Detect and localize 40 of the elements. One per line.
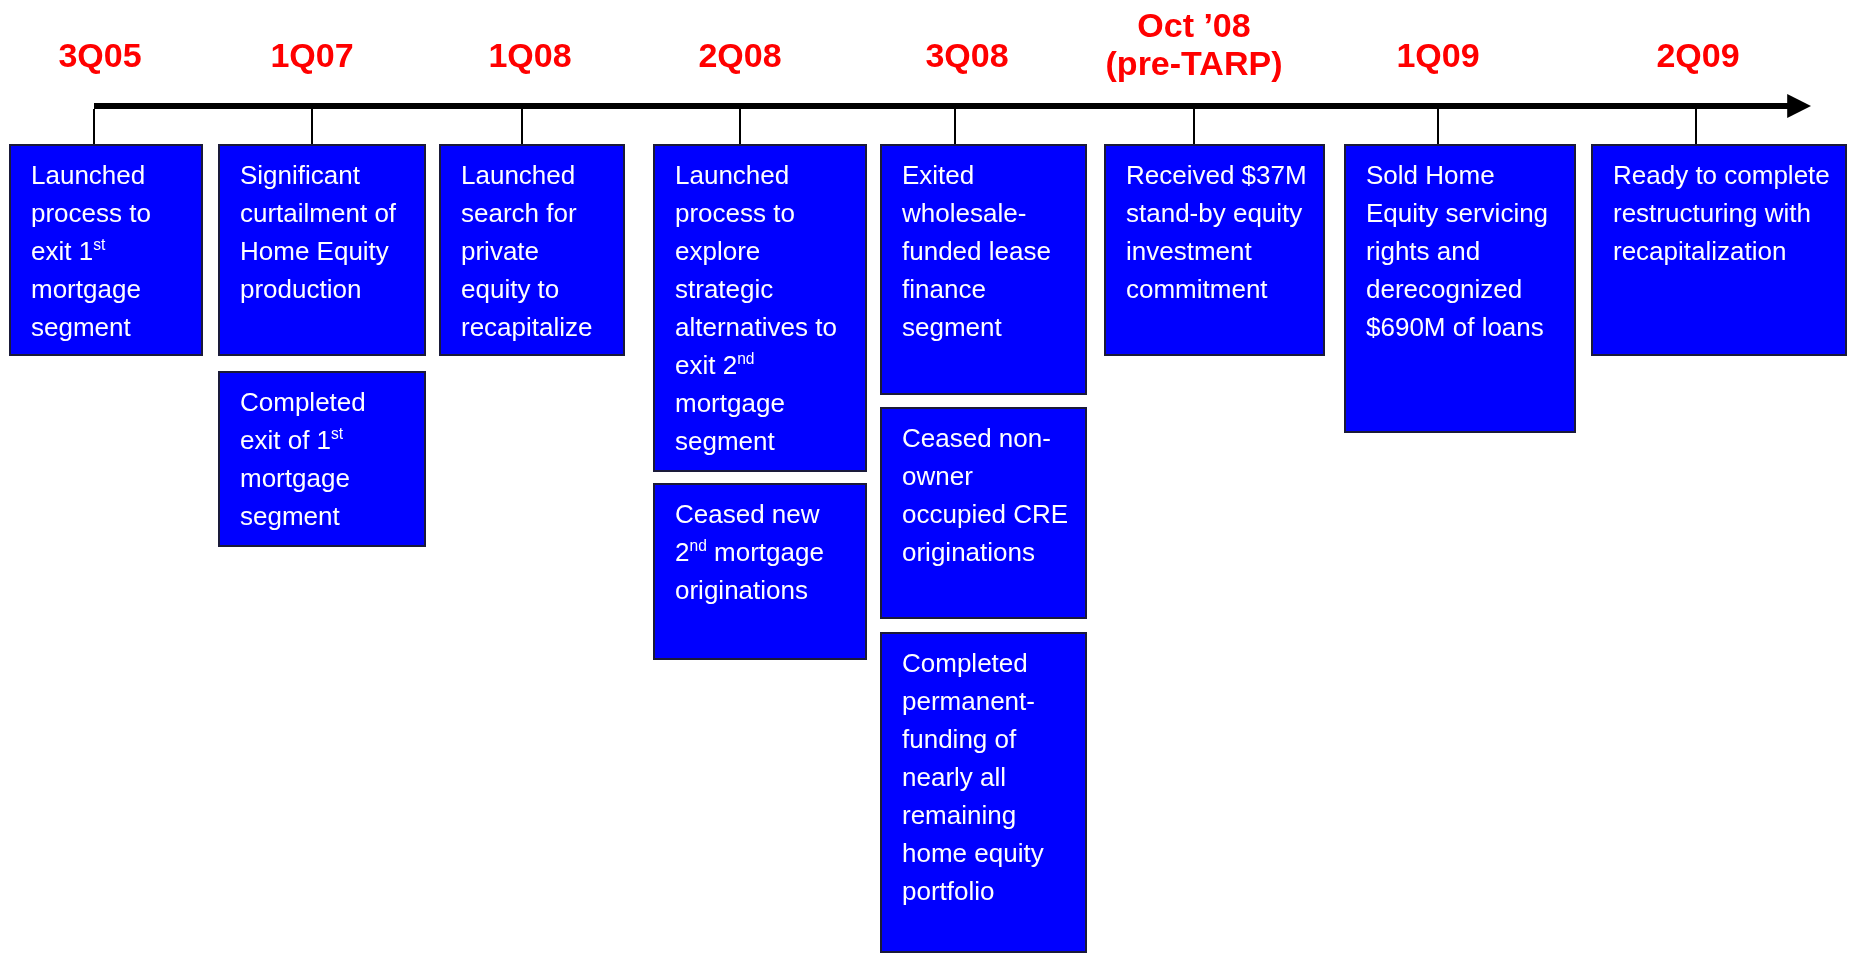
tick-line: [1695, 108, 1697, 145]
event-box: [880, 407, 1087, 619]
date-label: 2Q08: [698, 36, 782, 74]
event-box: [439, 144, 625, 356]
tick-line: [954, 108, 956, 145]
event-box: [880, 144, 1087, 395]
event-box: [1104, 144, 1325, 356]
event-box: [880, 632, 1087, 953]
event-text: Completed exit of 1$^{st}$ mortgage segment: [240, 386, 367, 533]
date-label: 1Q07: [270, 36, 354, 74]
event-text: Sold Home Equity servicing rights and derecognized $690M of loans: [1366, 159, 1550, 344]
date-label: 1Q08: [488, 36, 572, 74]
tick-line: [93, 108, 95, 145]
date-label: 1Q09: [1396, 36, 1480, 74]
date-label: 3Q08: [925, 36, 1009, 74]
tick-line: [521, 108, 523, 145]
event-text: Launched search for private equity to recapitalize: [461, 159, 594, 344]
tick-line: [1193, 108, 1195, 145]
event-text: Launched process to exit 1$^{st}$ mortgage segment: [31, 159, 152, 344]
event-text: Ready to complete restructuring with recapitalization: [1613, 159, 1831, 268]
event-box: [653, 483, 867, 660]
event-text: Ceased non-owner occupied CRE originations: [902, 422, 1070, 569]
event-box: [653, 144, 867, 472]
event-text: Launched process to explore strategic alternatives to exit 2$^{nd}$ mortgage segment: [675, 159, 838, 458]
event-box: [1344, 144, 1576, 433]
event-box: [218, 371, 426, 547]
event-text: Received $37M stand-by equity investment commitment: [1126, 159, 1308, 306]
event-box: [218, 144, 426, 356]
event-box: [1591, 144, 1847, 356]
tick-line: [739, 108, 741, 145]
date-label: 2Q09: [1656, 36, 1740, 74]
tick-line: [1437, 108, 1439, 145]
event-box: [9, 144, 203, 356]
event-text: Ceased new 2$^{nd}$ mortgage originations: [675, 498, 825, 607]
date-label: 3Q05: [58, 36, 142, 74]
event-text: Completed permanent-funding of nearly all remaining home equity portfolio: [902, 647, 1045, 908]
event-text: Significant curtailment of Home Equity production: [240, 159, 398, 306]
event-text: Exited wholesale-funded lease finance segment: [902, 159, 1052, 344]
date-label: Oct ’08 (pre-TARP): [1104, 6, 1284, 82]
tick-line: [311, 108, 313, 145]
